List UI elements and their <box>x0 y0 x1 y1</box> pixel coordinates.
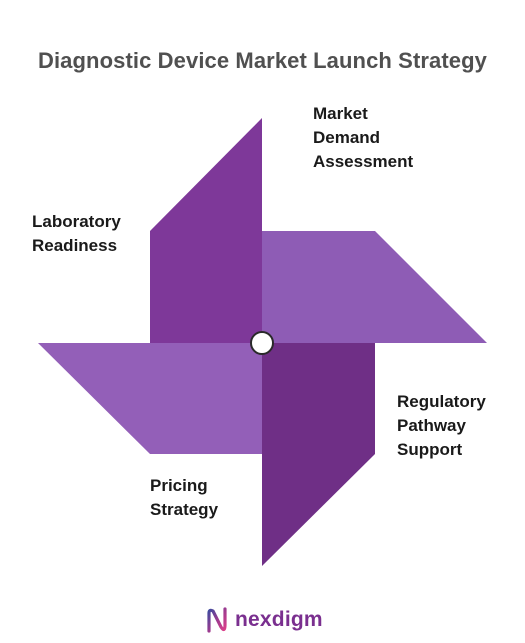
blade-regulatory-pathway-support <box>262 343 375 566</box>
label-line: Regulatory <box>397 392 486 411</box>
label-line: Demand <box>313 128 381 147</box>
label-line: Assessment <box>313 152 414 171</box>
blade-market-demand-assessment <box>262 231 487 343</box>
label-market-demand-assessment: Market Demand Assessment <box>313 102 413 174</box>
label-line: Pricing <box>150 476 208 495</box>
nexdigm-logo-text: nexdigm <box>235 608 323 631</box>
label-laboratory-readiness: Laboratory Readiness <box>32 210 121 258</box>
pinwheel-hub <box>250 331 274 355</box>
label-line: Pathway <box>397 416 466 435</box>
label-pricing-strategy: Pricing Strategy <box>150 474 218 522</box>
label-line: Market <box>313 104 368 123</box>
label-line: Readiness <box>32 236 118 255</box>
label-line: Support <box>397 440 463 459</box>
nexdigm-logo: nexdigm <box>205 603 323 637</box>
label-line: Laboratory <box>32 212 121 231</box>
page-title: Diagnostic Device Market Launch Strategy <box>37 48 488 73</box>
label-regulatory-pathway-support: Regulatory Pathway Support <box>397 390 486 462</box>
blade-laboratory-readiness <box>150 118 262 343</box>
label-line: Strategy <box>150 500 219 519</box>
blade-pricing-strategy <box>38 343 262 454</box>
nexdigm-logo-icon <box>207 607 227 633</box>
